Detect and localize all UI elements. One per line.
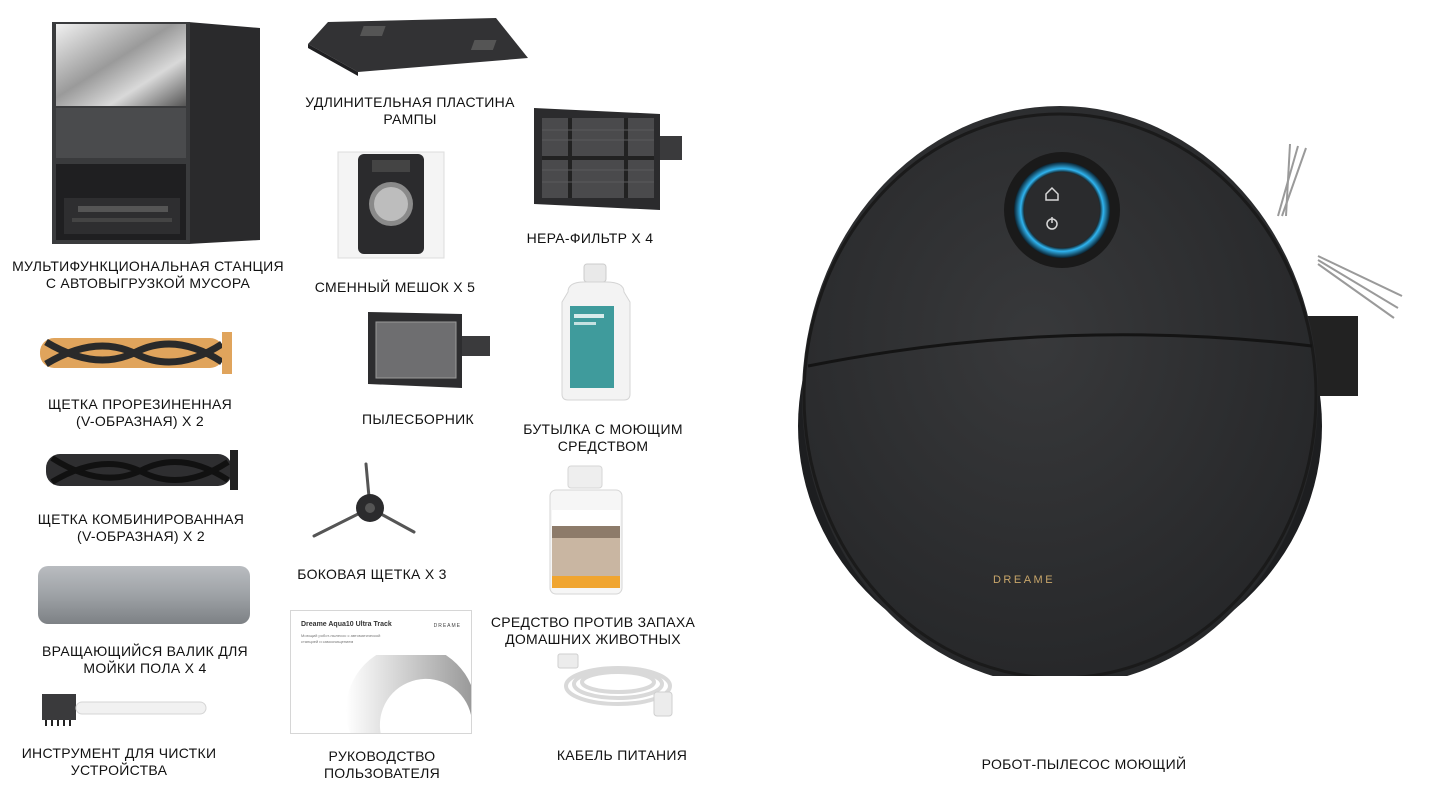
caption-station-line2: С АВТОВЫГРУЗКОЙ МУСОРА: [45, 275, 251, 291]
caption-station: МУЛЬТИФУНКЦИОНАЛЬНАЯ СТАНЦИЯ С АВТОВЫГРУ…: [0, 258, 296, 292]
power-cable-image: [557, 653, 673, 717]
robot-brand-logo: DREAME: [992, 574, 1056, 586]
caption-tool-line2: УСТРОЙСТВА: [70, 762, 168, 778]
caption-bag-line1: СМЕННЫЙ МЕШОК X 5: [314, 279, 476, 295]
caption-roller-line2: МОЙКИ ПОЛА X 4: [83, 660, 207, 676]
caption-dustbin-line1: ПЫЛЕСБОРНИК: [362, 411, 474, 427]
caption-side-brush-line1: БОКОВАЯ ЩЕТКА X 3: [297, 566, 447, 582]
caption-dustbin: ПЫЛЕСБОРНИК: [336, 411, 500, 428]
caption-ramp-line1: УДЛИНИТЕЛЬНАЯ ПЛАСТИНА: [305, 94, 515, 110]
mop-roller-image: [38, 566, 250, 624]
caption-bottle: БУТЫЛКА С МОЮЩИМ СРЕДСТВОМ: [508, 421, 698, 455]
manual-subtitle-1: Моющий робот-пылесос с автоматической: [301, 633, 381, 638]
cleaning-tool-image: [42, 694, 207, 726]
odor-bottle-image: [549, 465, 623, 595]
caption-roller-line1: ВРАЩАЮЩИЙСЯ ВАЛИК ДЛЯ: [42, 643, 248, 659]
caption-rubber-brush: ЩЕТКА ПРОРЕЗИНЕННАЯ (V-ОБРАЗНАЯ) X 2: [20, 396, 260, 430]
caption-bag: СМЕННЫЙ МЕШОК X 5: [298, 279, 492, 296]
caption-odor: СРЕДСТВО ПРОТИВ ЗАПАХА ДОМАШНИХ ЖИВОТНЫХ: [478, 614, 708, 648]
caption-odor-line1: СРЕДСТВО ПРОТИВ ЗАПАХА: [490, 614, 696, 630]
caption-cable: КАБЕЛЬ ПИТАНИЯ: [540, 747, 704, 764]
caption-bottle-line1: БУТЫЛКА С МОЮЩИМ: [523, 421, 683, 437]
caption-combo-brush-line2: (V-ОБРАЗНАЯ) X 2: [77, 528, 205, 544]
dust-bag-image: [337, 151, 445, 259]
caption-ramp: УДЛИНИТЕЛЬНАЯ ПЛАСТИНА РАМПЫ: [292, 94, 528, 128]
caption-roller: ВРАЩАЮЩИЙСЯ ВАЛИК ДЛЯ МОЙКИ ПОЛА X 4: [20, 643, 270, 677]
caption-ramp-line2: РАМПЫ: [383, 111, 437, 127]
robot-vacuum-image: [798, 96, 1403, 676]
caption-manual-line1: РУКОВОДСТВО: [328, 748, 436, 764]
cleaning-bottle-image: [561, 263, 631, 401]
caption-rubber-brush-line1: ЩЕТКА ПРОРЕЗИНЕННАЯ: [47, 396, 233, 412]
caption-tool: ИНСТРУМЕНТ ДЛЯ ЧИСТКИ УСТРОЙСТВА: [4, 745, 234, 779]
caption-odor-line2: ДОМАШНИХ ЖИВОТНЫХ: [505, 631, 681, 647]
station-image: [52, 22, 260, 244]
caption-bottle-line2: СРЕДСТВОМ: [557, 438, 649, 454]
manual-cover: Dreame Aqua10 Ultra Track DREAME Моющий …: [290, 610, 472, 734]
caption-combo-brush: ЩЕТКА КОМБИНИРОВАННАЯ (V-ОБРАЗНАЯ) X 2: [16, 511, 266, 545]
combo-brush-image: [46, 450, 238, 490]
caption-tool-line1: ИНСТРУМЕНТ ДЛЯ ЧИСТКИ: [21, 745, 217, 761]
caption-robot: РОБОТ-ПЫЛЕСОС МОЮЩИЙ: [950, 756, 1218, 773]
caption-combo-brush-line1: ЩЕТКА КОМБИНИРОВАННАЯ: [37, 511, 245, 527]
caption-side-brush: БОКОВАЯ ЩЕТКА X 3: [284, 566, 460, 583]
caption-station-line1: МУЛЬТИФУНКЦИОНАЛЬНАЯ СТАНЦИЯ: [12, 258, 284, 274]
manual-arc-graphic: [346, 655, 471, 733]
ramp-image: [308, 18, 528, 76]
caption-manual-line2: ПОЛЬЗОВАТЕЛЯ: [323, 765, 441, 781]
caption-hepa-line1: HEPA-ФИЛЬТР X 4: [526, 230, 654, 246]
caption-manual: РУКОВОДСТВО ПОЛЬЗОВАТЕЛЯ: [300, 748, 464, 782]
side-brush-image: [312, 462, 416, 538]
manual-subtitle-2: станцией и самоочищением: [301, 639, 354, 644]
caption-hepa: HEPA-ФИЛЬТР X 4: [508, 230, 672, 247]
manual-brand: DREAME: [433, 623, 461, 629]
rubber-brush-image: [40, 332, 232, 374]
caption-rubber-brush-line2: (V-ОБРАЗНАЯ) X 2: [76, 413, 204, 429]
hepa-filter-image: [534, 108, 682, 210]
manual-title: Dreame Aqua10 Ultra Track: [301, 621, 392, 628]
dustbin-image: [368, 312, 490, 388]
caption-cable-line1: КАБЕЛЬ ПИТАНИЯ: [556, 747, 688, 763]
caption-robot-line1: РОБОТ-ПЫЛЕСОС МОЮЩИЙ: [981, 756, 1187, 772]
